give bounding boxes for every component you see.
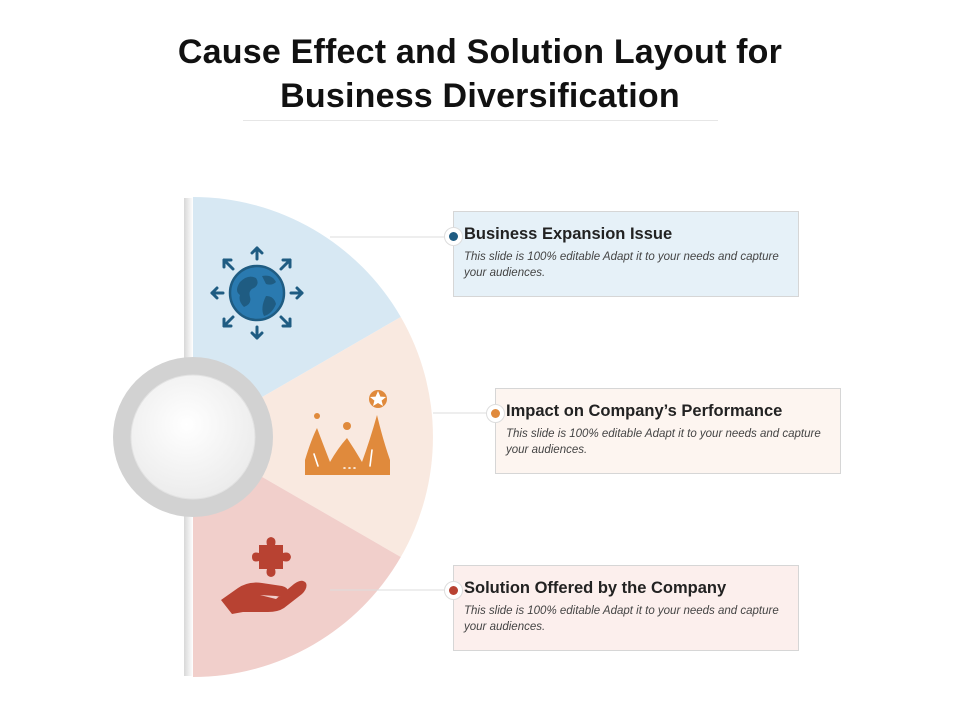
card-cause-title: Business Expansion Issue bbox=[464, 225, 673, 243]
title-line-1: Cause Effect and Solution Layout for bbox=[177, 33, 783, 71]
hub-inner-circle bbox=[130, 374, 256, 500]
hand-puzzle-icon bbox=[221, 537, 307, 614]
card-solution-title: Solution Offered by the Company bbox=[464, 579, 727, 597]
card-cause-description: This slide is 100% editable Adapt it to … bbox=[464, 251, 779, 279]
card-effect-description: This slide is 100% editable Adapt it to … bbox=[506, 428, 821, 456]
card-effect-dot bbox=[491, 409, 500, 418]
card-effect-title: Impact on Company’s Performance bbox=[506, 402, 783, 420]
card-solution: Solution Offered by the Company This sli… bbox=[444, 565, 799, 651]
title-divider bbox=[243, 120, 718, 121]
card-solution-description: This slide is 100% editable Adapt it to … bbox=[464, 605, 779, 633]
performance-chart-icon bbox=[305, 390, 390, 475]
card-effect: Impact on Company’s Performance This sli… bbox=[486, 388, 841, 474]
card-solution-dot bbox=[449, 586, 458, 595]
card-cause: Business Expansion Issue This slide is 1… bbox=[444, 211, 799, 297]
globe-expansion-icon bbox=[210, 246, 304, 340]
card-cause-dot bbox=[449, 232, 458, 241]
slide-title: Cause Effect and Solution Layout for Bus… bbox=[80, 30, 880, 118]
title-line-2: Business Diversification bbox=[280, 77, 680, 115]
